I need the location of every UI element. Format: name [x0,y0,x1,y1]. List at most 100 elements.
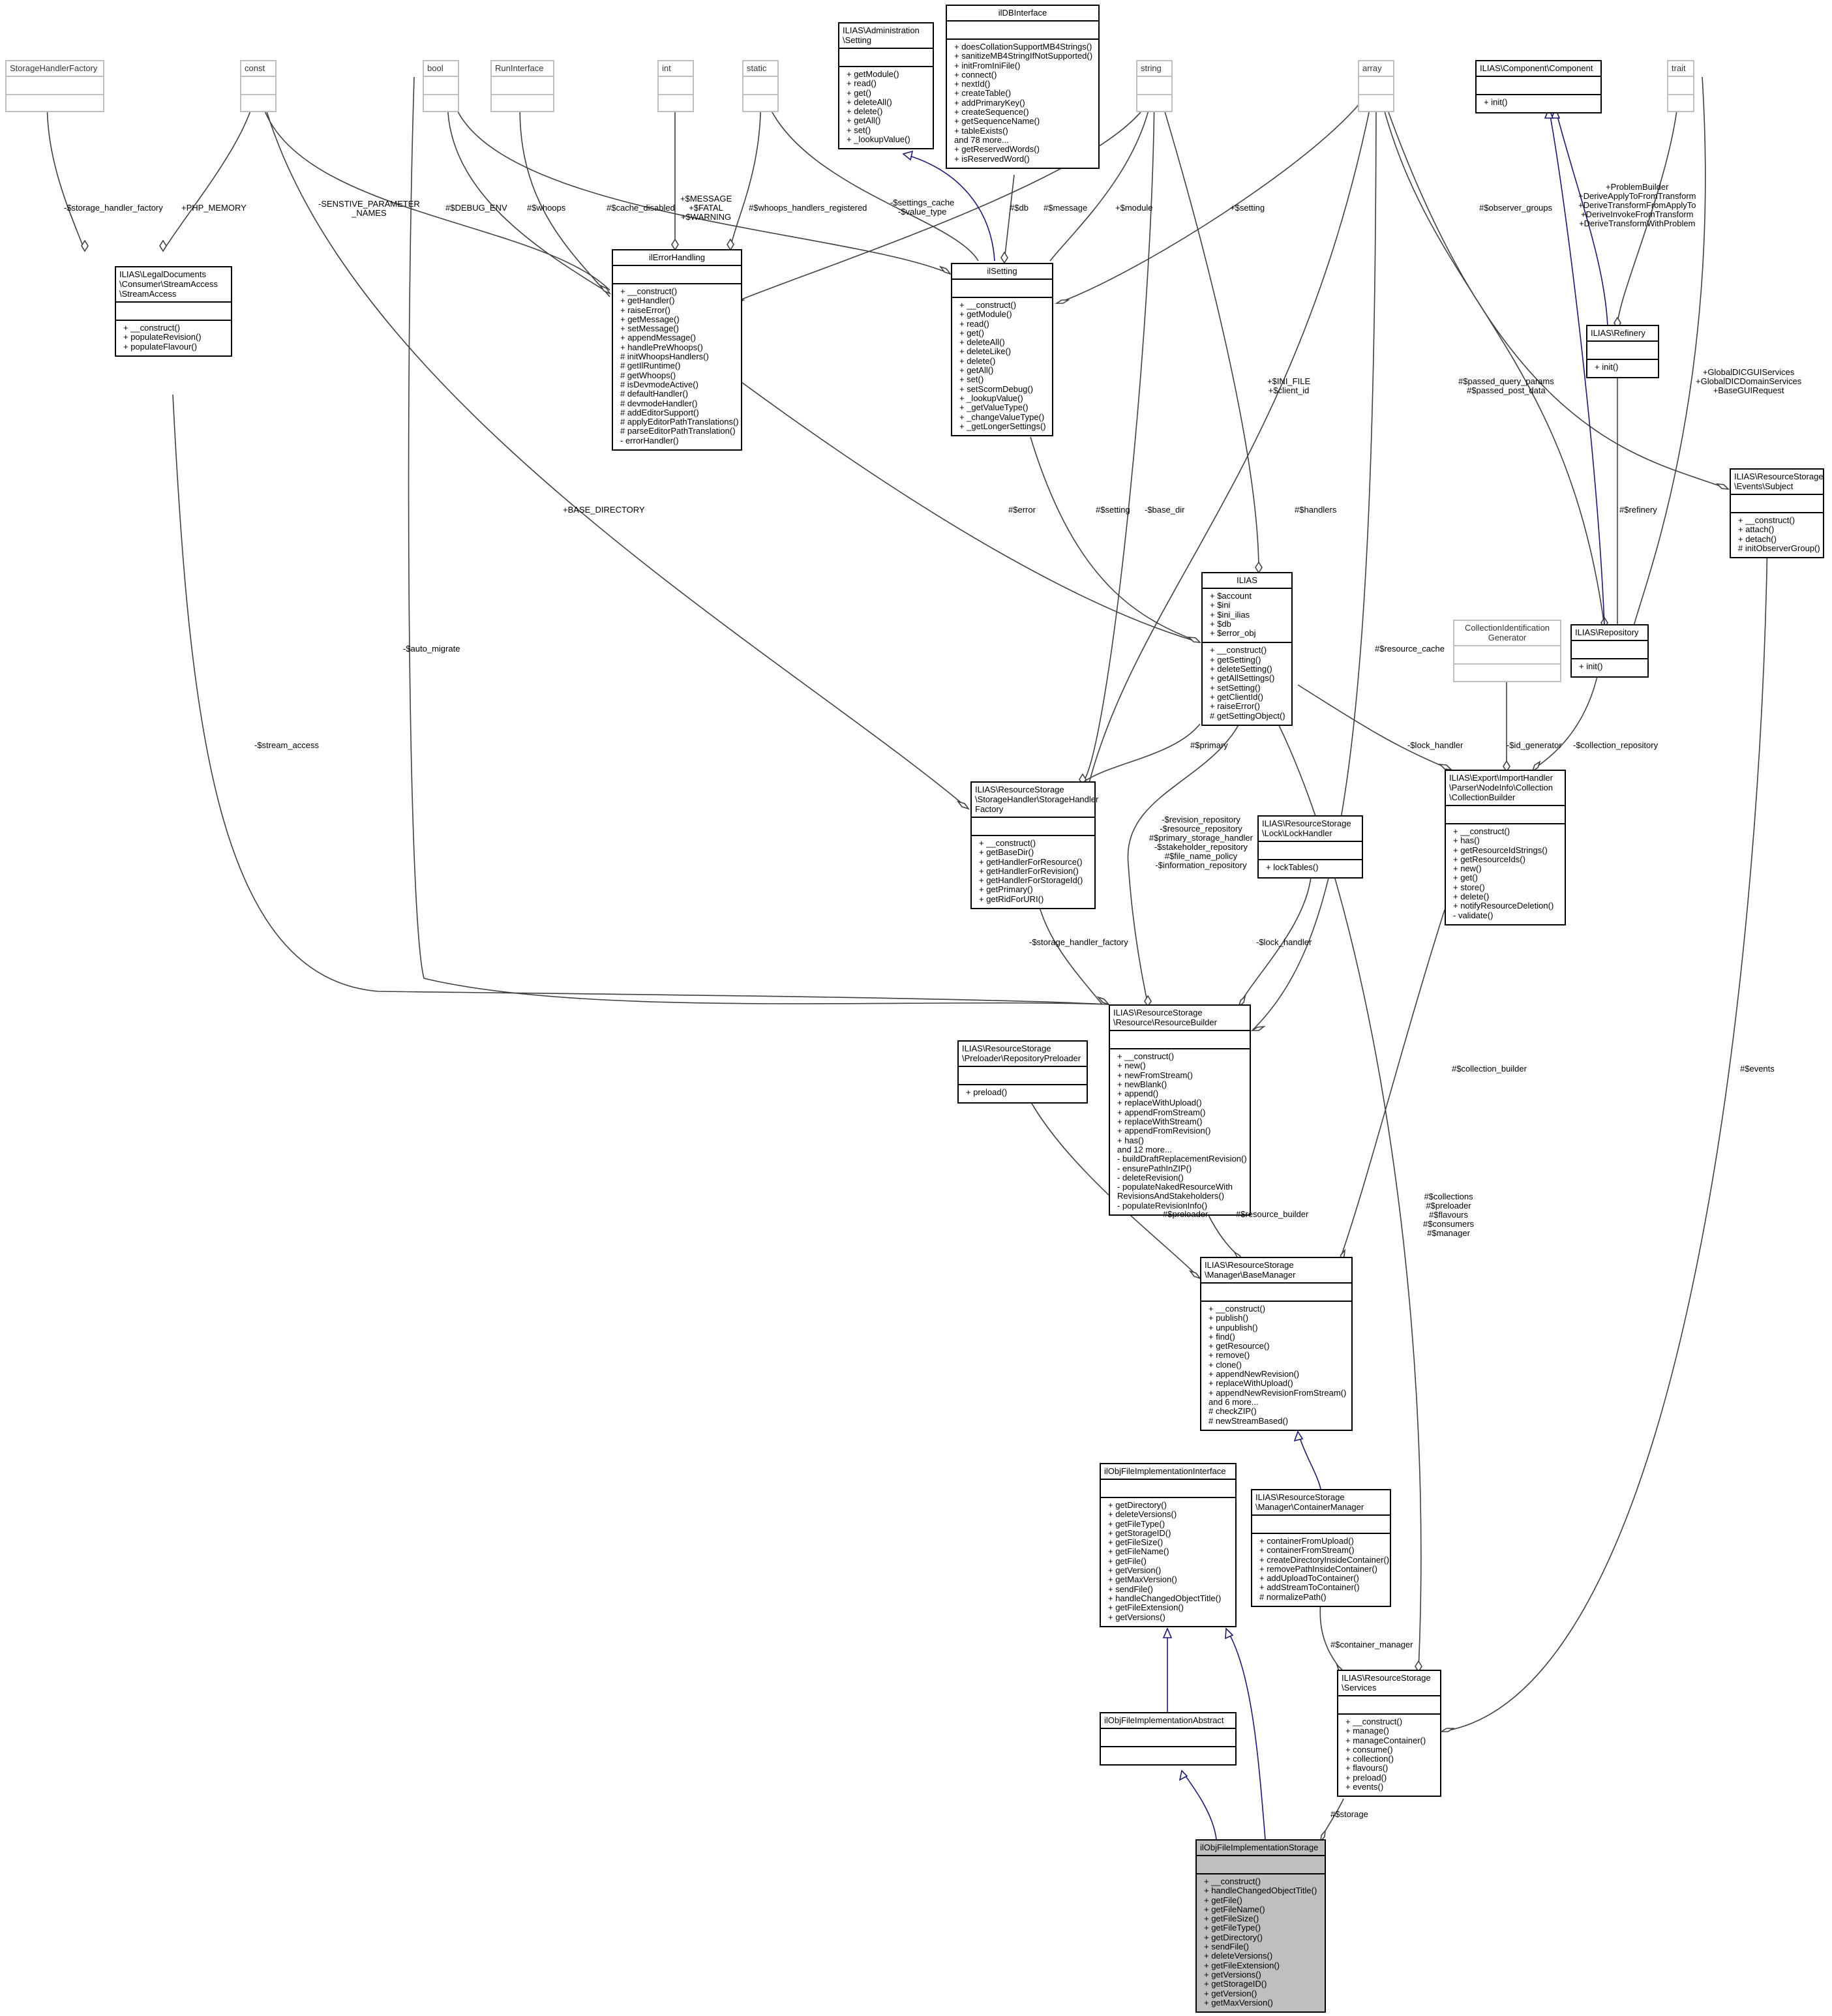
class-member: + tableExists() [954,125,1008,136]
edge-runif-err [519,76,610,297]
class-node-repositorypreloader[interactable]: ILIAS\ResourceStorage \Preloader\Reposit… [957,1040,1088,1104]
class-member: + getResource() [1209,1341,1270,1351]
class-member: + lockTables() [1266,862,1319,872]
class-node-resourcebuilder[interactable]: ILIAS\ResourceStorage \Resource\Resource… [1109,1004,1251,1216]
class-node-int[interactable]: int [657,60,694,112]
class-node-fileimplementationstorage[interactable]: ilObjFileImplementationStorage + __const… [1195,1839,1326,2013]
class-member: + manageContainer() [1345,1735,1426,1745]
class-node-storagehandlerfactory[interactable]: StorageHandlerFactory [5,60,104,112]
class-member: + getFileType() [1204,1923,1261,1933]
class-attributes: + $account+ $ini+ $ini_ilias+ $db+ $erro… [1203,588,1291,642]
edge-label: #$message [1044,203,1088,213]
class-node-string[interactable]: string [1136,60,1173,112]
class-attributes [1101,1479,1235,1497]
class-member: + raiseError() [620,305,670,315]
edge-const-shfactory [257,76,969,809]
class-member: + $account [1210,591,1252,601]
class-node-ildbinterface[interactable]: ilDBInterface + doesCollationSupportMB4S… [946,5,1100,169]
class-member: + preload() [1345,1772,1387,1783]
class-member: - populateNakedResourceWith [1117,1182,1233,1192]
class-title: RunInterface [495,63,544,73]
class-title: string [1141,63,1162,73]
class-node-static[interactable]: static [742,60,779,112]
class-operations: + __construct()+ has()+ getResourceIdStr… [1446,823,1565,924]
class-node-ilias[interactable]: ILIAS + $account+ $ini+ $ini_ilias+ $db+… [1201,572,1293,726]
class-member: + getAll() [847,115,881,126]
class-node-ilsetting[interactable]: ilSetting + __construct()+ getModule()+ … [951,263,1053,437]
class-node-fileimplementationinterface[interactable]: ilObjFileImplementationInterface + getDi… [1100,1463,1237,1627]
class-node-lockhandler[interactable]: ILIAS\ResourceStorage \Lock\LockHandler … [1257,815,1363,879]
class-node-basemanager[interactable]: ILIAS\ResourceStorage \Manager\BaseManag… [1200,1257,1353,1431]
edge-label: #$whoops_handlers_registered [749,203,867,213]
class-member: + populateRevision() [123,332,202,342]
edge-container-services [1319,1601,1344,1674]
class-title: ILIAS\LegalDocuments \Consumer\StreamAcc… [119,269,218,299]
class-node-const[interactable]: const [240,60,277,112]
class-member: + deleteVersions() [1108,1509,1177,1520]
class-title: ILIAS\ResourceStorage \Manager\Container… [1255,1492,1364,1512]
class-member: + nextId() [954,79,991,89]
inherit-refinery-component [1555,108,1608,327]
class-node-collectionbuilder[interactable]: ILIAS\Export\ImportHandler \Parser\NodeI… [1445,770,1566,925]
class-member: + appendNewRevisionFromStream() [1209,1387,1347,1398]
class-title: ILIAS\Component\Component [1480,63,1593,73]
class-member: + populateFlavour() [123,341,198,352]
class-member: + publish() [1209,1313,1249,1323]
class-member: + appendNewRevision() [1209,1369,1300,1379]
edge-label: +BASE_DIRECTORY [563,505,645,515]
class-node-events-subject[interactable]: ILIAS\ResourceStorage \Events\Subject + … [1730,468,1824,559]
class-operations [492,94,553,112]
class-title: ILIAS\Refinery [1591,328,1645,338]
class-member: + flavours() [1345,1763,1389,1773]
edge-label: #$collection_builder [1452,1064,1527,1074]
edge-label: #$observer_groups [1479,203,1553,213]
edge-label: #$DEBUG_ENV [445,203,507,213]
edge-label: -$lock_handler [1256,937,1312,947]
class-member: + getDirectory() [1108,1500,1167,1510]
class-node-refinery[interactable]: ILIAS\Refinery + init() [1586,325,1659,378]
class-member: - validate() [1453,910,1494,920]
class-member: + events() [1345,1782,1384,1792]
class-node-bool[interactable]: bool [423,60,459,112]
class-operations: + __construct()+ getHandler()+ raiseErro… [613,283,741,449]
class-member: + getFileExtension() [1204,1960,1280,1970]
class-member: - buildDraftReplacementRevision() [1117,1154,1247,1164]
class-member: + __construct() [1209,1304,1266,1314]
edge-label: #$storage [1330,1809,1368,1819]
class-member: + getMaxVersion() [1108,1574,1177,1585]
class-member: + __construct() [1204,1876,1261,1886]
class-node-trait[interactable]: trait [1667,60,1694,112]
class-member: + collection() [1345,1754,1394,1764]
edge-label: #$preloader [1163,1209,1209,1219]
class-attributes [1446,805,1565,823]
class-node-fileimplementationabstract[interactable]: ilObjFileImplementationAbstract [1100,1712,1237,1766]
edge-trait-repository [1633,76,1706,627]
class-node-containermanager[interactable]: ILIAS\ResourceStorage \Manager\Container… [1251,1489,1391,1608]
class-node-array[interactable]: array [1358,60,1394,112]
inherit-storage-abs [1181,1770,1217,1840]
class-node-runinterface[interactable]: RunInterface [490,60,554,112]
class-node-streamaccess[interactable]: ILIAS\LegalDocuments \Consumer\StreamAcc… [115,266,232,357]
class-member: - ensurePathInZIP() [1117,1163,1192,1173]
class-node-collectionidentificationgenerator[interactable]: CollectionIdentification Generator [1453,620,1561,682]
class-operations: + __construct()+ publish()+ unpublish()+… [1201,1301,1351,1430]
class-attributes [1201,1282,1351,1301]
class-title: ilObjFileImplementationAbstract [1104,1715,1224,1725]
class-member: + setSetting() [1210,682,1261,693]
class-node-services[interactable]: ILIAS\ResourceStorage \Services + __cons… [1337,1670,1441,1798]
class-member: + read() [847,78,877,89]
class-member: + get() [959,327,984,338]
class-title: CollectionIdentification Generator [1464,623,1550,642]
edge-repo-collbuilder [1532,673,1599,770]
class-operations [1137,94,1171,112]
class-node-storagehandlerfactory-class[interactable]: ILIAS\ResourceStorage \StorageHandler\St… [970,781,1098,910]
edge-string-err [731,76,1156,304]
class-member: + handlePreWhoops() [620,342,703,352]
class-node-ilerrorhandling[interactable]: ilErrorHandling + __construct()+ getHand… [612,249,742,451]
class-member: + setMessage() [620,323,679,334]
class-title: ILIAS\Administration \Setting [843,25,920,45]
edge-ilias-collbuilder [1297,684,1452,770]
class-node-administration-setting[interactable]: ILIAS\Administration \Setting + getModul… [838,22,934,150]
class-node-component[interactable]: ILIAS\Component\Component + init() [1475,60,1602,113]
class-node-repository[interactable]: ILIAS\Repository + init() [1570,624,1649,678]
